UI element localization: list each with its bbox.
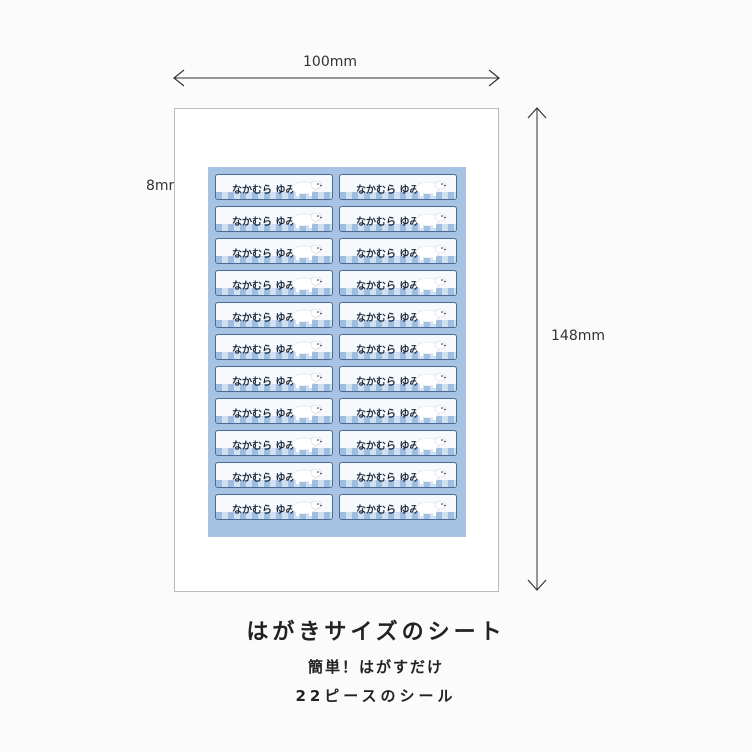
polar-bear-icon bbox=[415, 404, 446, 420]
sticker-name-text: なかむら ゆみ bbox=[356, 441, 420, 452]
sticker-name-text: なかむら ゆみ bbox=[232, 185, 296, 196]
height-label: 148mm bbox=[551, 328, 605, 344]
wave-pattern bbox=[216, 480, 332, 487]
name-sticker: なかむら ゆみ bbox=[215, 334, 333, 360]
polar-bear-icon bbox=[291, 180, 322, 196]
sticker-name-text: なかむら ゆみ bbox=[356, 505, 420, 516]
sticker-sheet: なかむら ゆみなかむら ゆみなかむら ゆみなかむら ゆみなかむら ゆみなかむら … bbox=[208, 167, 466, 537]
wave-pattern bbox=[340, 480, 456, 487]
polar-bear-icon bbox=[291, 468, 322, 484]
wave-pattern bbox=[216, 256, 332, 263]
polar-bear-icon bbox=[291, 500, 322, 516]
polar-bear-icon bbox=[415, 500, 446, 516]
wave-pattern bbox=[216, 352, 332, 359]
wave-pattern bbox=[340, 416, 456, 423]
sticker-name-text: なかむら ゆみ bbox=[356, 409, 420, 420]
sticker-name-text: なかむら ゆみ bbox=[232, 377, 296, 388]
polar-bear-icon bbox=[291, 244, 322, 260]
sticker-name-text: なかむら ゆみ bbox=[232, 505, 296, 516]
polar-bear-icon bbox=[291, 308, 322, 324]
name-sticker: なかむら ゆみ bbox=[339, 334, 457, 360]
polar-bear-icon bbox=[291, 340, 322, 356]
wave-pattern bbox=[216, 320, 332, 327]
name-sticker: なかむら ゆみ bbox=[339, 270, 457, 296]
name-sticker: なかむら ゆみ bbox=[215, 494, 333, 520]
name-sticker: なかむら ゆみ bbox=[215, 302, 333, 328]
polar-bear-icon bbox=[415, 436, 446, 452]
sticker-name-text: なかむら ゆみ bbox=[232, 345, 296, 356]
wave-pattern bbox=[340, 192, 456, 199]
sticker-name-text: なかむら ゆみ bbox=[232, 249, 296, 260]
wave-pattern bbox=[340, 224, 456, 231]
sticker-name-text: なかむら ゆみ bbox=[232, 441, 296, 452]
name-sticker: なかむら ゆみ bbox=[339, 398, 457, 424]
caption-title: はがきサイズのシート bbox=[246, 620, 506, 645]
name-sticker: なかむら ゆみ bbox=[215, 366, 333, 392]
polar-bear-icon bbox=[291, 436, 322, 452]
width-label: 100mm bbox=[303, 54, 357, 70]
polar-bear-icon bbox=[415, 180, 446, 196]
sticker-name-text: なかむら ゆみ bbox=[356, 217, 420, 228]
polar-bear-icon bbox=[415, 244, 446, 260]
caption-line2: 22ピースのシール bbox=[295, 687, 457, 705]
sticker-name-text: なかむら ゆみ bbox=[356, 313, 420, 324]
wave-pattern bbox=[216, 192, 332, 199]
wave-pattern bbox=[216, 448, 332, 455]
wave-pattern bbox=[340, 448, 456, 455]
sticker-grid: なかむら ゆみなかむら ゆみなかむら ゆみなかむら ゆみなかむら ゆみなかむら … bbox=[215, 174, 457, 520]
wave-pattern bbox=[340, 288, 456, 295]
name-sticker: なかむら ゆみ bbox=[215, 174, 333, 200]
polar-bear-icon bbox=[415, 372, 446, 388]
name-sticker: なかむら ゆみ bbox=[215, 398, 333, 424]
name-sticker: なかむら ゆみ bbox=[339, 366, 457, 392]
sticker-name-text: なかむら ゆみ bbox=[356, 281, 420, 292]
polar-bear-icon bbox=[291, 404, 322, 420]
polar-bear-icon bbox=[291, 276, 322, 292]
name-sticker: なかむら ゆみ bbox=[215, 270, 333, 296]
name-sticker: なかむら ゆみ bbox=[339, 302, 457, 328]
wave-pattern bbox=[216, 224, 332, 231]
sticker-name-text: なかむら ゆみ bbox=[356, 249, 420, 260]
sticker-name-text: なかむら ゆみ bbox=[232, 217, 296, 228]
polar-bear-icon bbox=[291, 212, 322, 228]
wave-pattern bbox=[216, 416, 332, 423]
sticker-name-text: なかむら ゆみ bbox=[356, 185, 420, 196]
sticker-height-label: 8mm bbox=[146, 178, 183, 194]
name-sticker: なかむら ゆみ bbox=[339, 430, 457, 456]
wave-pattern bbox=[216, 384, 332, 391]
wave-pattern bbox=[340, 352, 456, 359]
polar-bear-icon bbox=[415, 308, 446, 324]
sticker-name-text: なかむら ゆみ bbox=[356, 473, 420, 484]
name-sticker: なかむら ゆみ bbox=[215, 206, 333, 232]
wave-pattern bbox=[216, 512, 332, 519]
wave-pattern bbox=[216, 288, 332, 295]
name-sticker: なかむら ゆみ bbox=[339, 238, 457, 264]
name-sticker: なかむら ゆみ bbox=[215, 462, 333, 488]
polar-bear-icon bbox=[291, 372, 322, 388]
caption-line1: 簡単！はがすだけ bbox=[307, 658, 444, 676]
sticker-name-text: なかむら ゆみ bbox=[232, 313, 296, 324]
sticker-name-text: なかむら ゆみ bbox=[356, 345, 420, 356]
sticker-name-text: なかむら ゆみ bbox=[232, 281, 296, 292]
wave-pattern bbox=[340, 320, 456, 327]
name-sticker: なかむら ゆみ bbox=[339, 462, 457, 488]
polar-bear-icon bbox=[415, 276, 446, 292]
wave-pattern bbox=[340, 256, 456, 263]
wave-pattern bbox=[340, 384, 456, 391]
sticker-name-text: なかむら ゆみ bbox=[232, 473, 296, 484]
wave-pattern bbox=[340, 512, 456, 519]
sticker-name-text: なかむら ゆみ bbox=[232, 409, 296, 420]
name-sticker: なかむら ゆみ bbox=[215, 238, 333, 264]
name-sticker: なかむら ゆみ bbox=[339, 494, 457, 520]
polar-bear-icon bbox=[415, 340, 446, 356]
polar-bear-icon bbox=[415, 212, 446, 228]
sticker-name-text: なかむら ゆみ bbox=[356, 377, 420, 388]
name-sticker: なかむら ゆみ bbox=[215, 430, 333, 456]
name-sticker: なかむら ゆみ bbox=[339, 206, 457, 232]
polar-bear-icon bbox=[415, 468, 446, 484]
name-sticker: なかむら ゆみ bbox=[339, 174, 457, 200]
